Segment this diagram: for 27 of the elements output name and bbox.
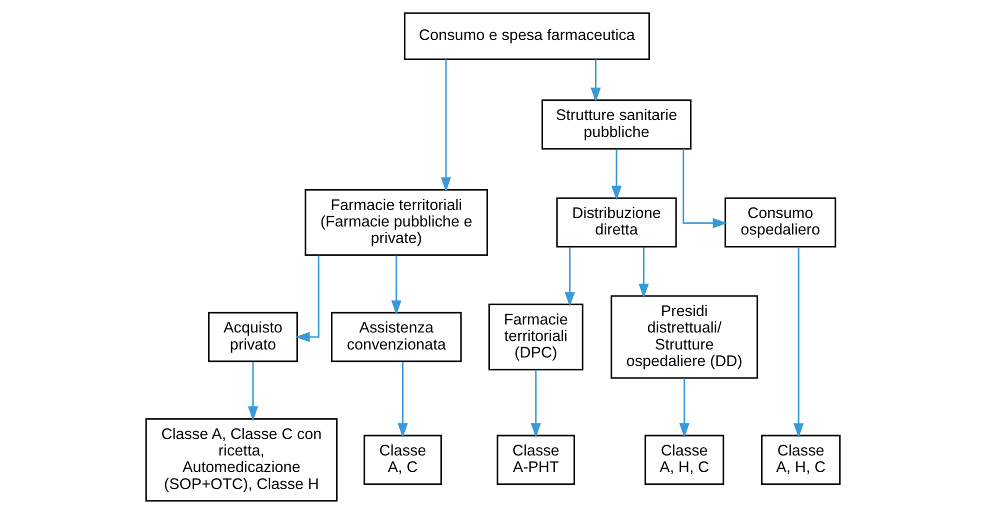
node-box: Acquisto privato — [208, 312, 298, 362]
node-box: Consumo e spesa farmaceutica — [403, 12, 650, 60]
node-box: Classe A, H, C — [760, 434, 840, 485]
arrow — [590, 59, 600, 102]
arrow — [440, 59, 451, 192]
node-box: Classe A-PHT — [496, 434, 575, 485]
arrow — [530, 370, 540, 438]
node-box: Farmacie territoriali (DPC) — [488, 304, 583, 370]
arrow — [678, 378, 689, 438]
arrow — [390, 256, 401, 315]
arrow — [638, 247, 648, 298]
arrow — [294, 256, 319, 342]
node-box: Classe A, Classe C con ricetta, Automedicazione (SOP+OTC), Classe H — [144, 418, 338, 502]
node-box: Assistenza convenzionata — [330, 312, 462, 362]
node-box: Presidi distrettuali/ Strutture ospedaliere (DD) — [610, 295, 758, 379]
arrow — [610, 149, 622, 200]
node-box: Distribuzione diretta — [556, 197, 676, 248]
arrow — [564, 247, 574, 307]
node-box: Classe A, H, C — [644, 434, 724, 485]
arrow — [792, 246, 804, 438]
node-box: Consumo ospedaliero — [724, 197, 836, 248]
arrow — [247, 362, 258, 421]
arrow — [682, 148, 727, 228]
node-box: Classe A, C — [363, 434, 442, 485]
node-box: Farmacie territoriali (Farmacie pubbliche e private) — [304, 189, 488, 256]
arrow — [397, 362, 408, 438]
node-box: Strutture sanitarie pubbliche — [541, 99, 692, 150]
